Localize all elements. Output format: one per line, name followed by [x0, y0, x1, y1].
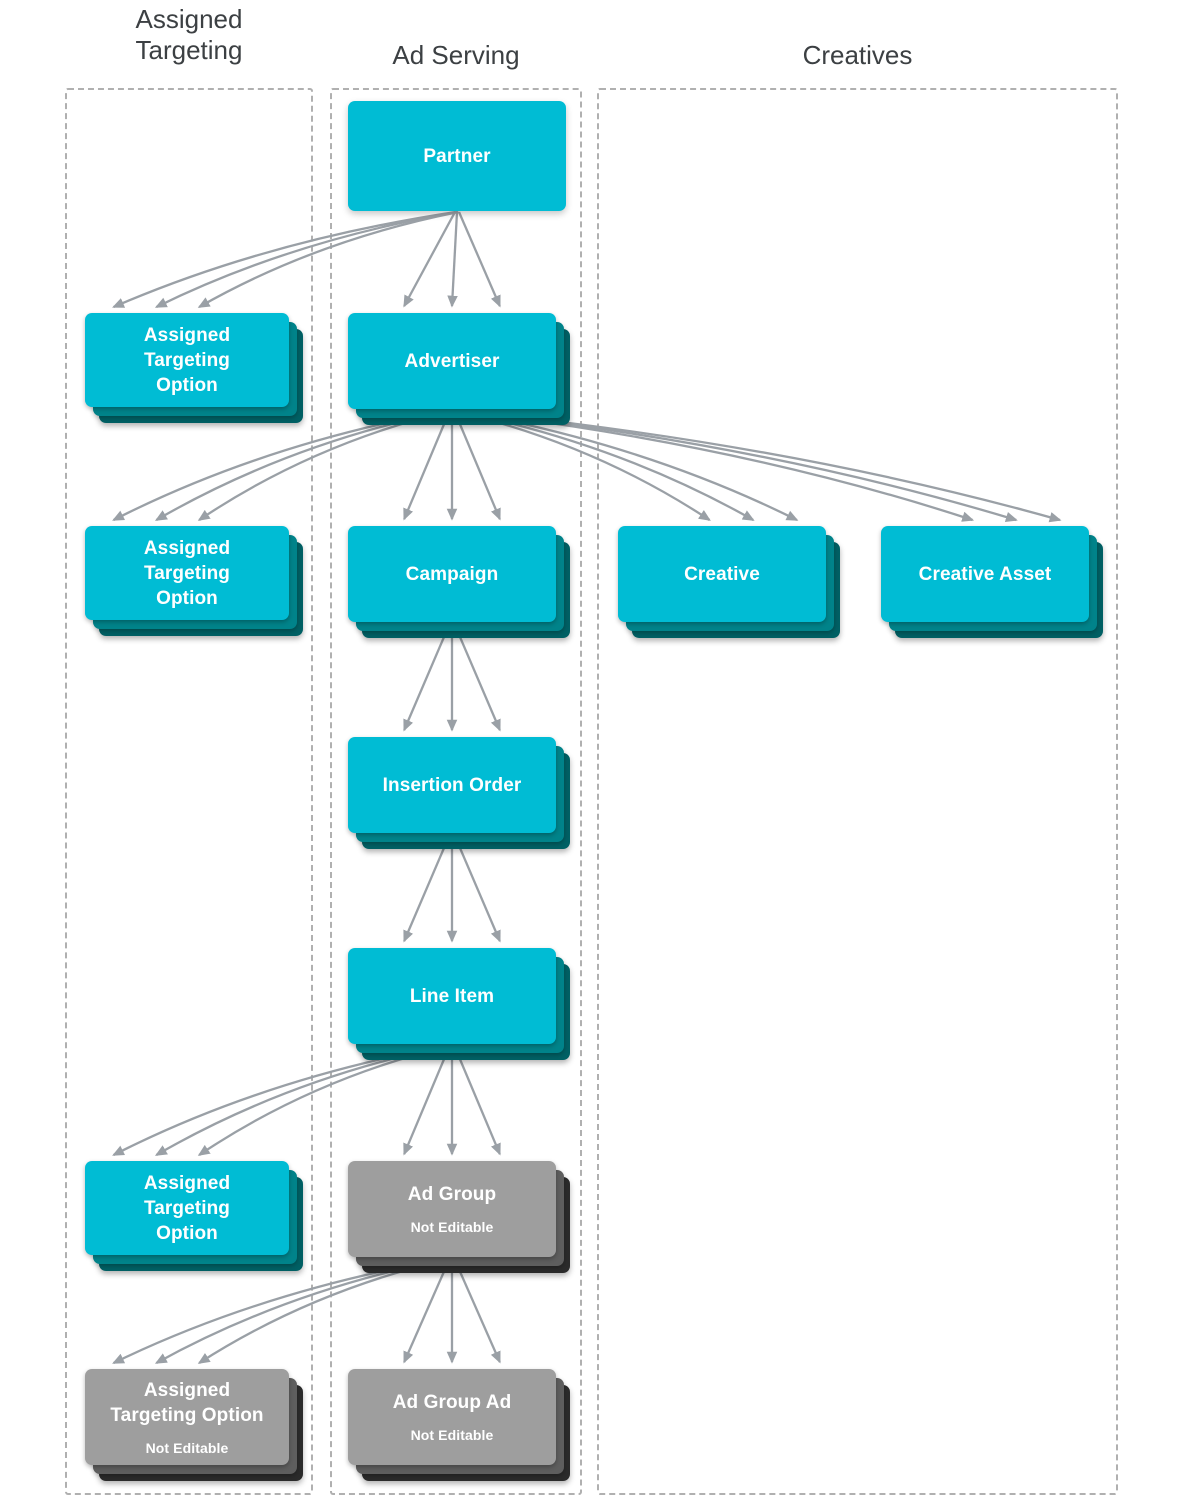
- column-header-creatives: Creatives: [802, 40, 913, 70]
- node-ad-group-status-badge: Not Editable: [410, 1219, 494, 1235]
- group-container-assigned-targeting: [65, 88, 313, 1495]
- node-creative[interactable]: Creative: [618, 526, 840, 638]
- node-line-item-title: Line Item: [409, 985, 495, 1007]
- column-header-assigned-targeting: Assigned Targeting: [135, 4, 243, 65]
- node-assigned-targeting-option-line-item-card[interactable]: Assigned Targeting Option: [85, 1161, 289, 1255]
- node-assigned-targeting-option-ad-group-title: Assigned Targeting Option: [110, 1379, 264, 1426]
- node-insertion-order[interactable]: Insertion Order: [348, 737, 570, 849]
- node-assigned-targeting-option-ad-group-status-badge: Not Editable: [145, 1439, 229, 1456]
- node-assigned-targeting-option-line-item[interactable]: Assigned Targeting Option: [85, 1161, 303, 1271]
- node-assigned-targeting-option-ad-group[interactable]: Assigned Targeting Option Not Editable: [85, 1369, 303, 1481]
- node-creative-asset-card[interactable]: Creative Asset: [881, 526, 1089, 622]
- node-assigned-targeting-option-advertiser-card[interactable]: Assigned Targeting Option: [85, 526, 289, 620]
- node-ad-group-ad-title: Ad Group Ad: [392, 1392, 512, 1413]
- node-campaign-title: Campaign: [405, 563, 499, 585]
- node-campaign-card[interactable]: Campaign: [348, 526, 556, 622]
- node-partner-title: Partner: [423, 145, 491, 167]
- node-ad-group-card[interactable]: Ad Group Not Editable: [348, 1161, 556, 1257]
- node-assigned-targeting-option-partner-card[interactable]: Assigned Targeting Option: [85, 313, 289, 407]
- node-creative-title: Creative: [684, 563, 760, 585]
- group-container-creatives: [597, 88, 1118, 1495]
- node-creative-asset-title: Creative Asset: [918, 563, 1052, 585]
- node-line-item[interactable]: Line Item: [348, 948, 570, 1060]
- node-ad-group-ad-status-badge: Not Editable: [410, 1427, 494, 1443]
- node-assigned-targeting-option-advertiser-title: Assigned Targeting Option: [143, 537, 231, 609]
- node-creative-asset[interactable]: Creative Asset: [881, 526, 1103, 638]
- node-assigned-targeting-option-advertiser[interactable]: Assigned Targeting Option: [85, 526, 303, 636]
- node-line-item-card[interactable]: Line Item: [348, 948, 556, 1044]
- group-container-ad-serving: [330, 88, 582, 1495]
- node-advertiser-card[interactable]: Advertiser: [348, 313, 556, 409]
- node-assigned-targeting-option-partner[interactable]: Assigned Targeting Option: [85, 313, 303, 423]
- node-advertiser[interactable]: Advertiser: [348, 313, 570, 425]
- node-partner-card[interactable]: Partner: [348, 101, 566, 211]
- node-creative-card[interactable]: Creative: [618, 526, 826, 622]
- column-header-ad-serving: Ad Serving: [392, 40, 520, 70]
- node-assigned-targeting-option-ad-group-card[interactable]: Assigned Targeting Option Not Editable: [85, 1369, 289, 1465]
- node-ad-group-title: Ad Group: [407, 1184, 497, 1205]
- node-assigned-targeting-option-line-item-title: Assigned Targeting Option: [143, 1172, 231, 1244]
- node-ad-group-ad[interactable]: Ad Group Ad Not Editable: [348, 1369, 570, 1481]
- node-partner[interactable]: Partner: [348, 101, 566, 211]
- node-assigned-targeting-option-partner-title: Assigned Targeting Option: [143, 324, 231, 396]
- node-insertion-order-card[interactable]: Insertion Order: [348, 737, 556, 833]
- node-ad-group[interactable]: Ad Group Not Editable: [348, 1161, 570, 1273]
- node-insertion-order-title: Insertion Order: [382, 774, 522, 796]
- node-advertiser-title: Advertiser: [404, 350, 500, 372]
- node-campaign[interactable]: Campaign: [348, 526, 570, 638]
- node-ad-group-ad-card[interactable]: Ad Group Ad Not Editable: [348, 1369, 556, 1465]
